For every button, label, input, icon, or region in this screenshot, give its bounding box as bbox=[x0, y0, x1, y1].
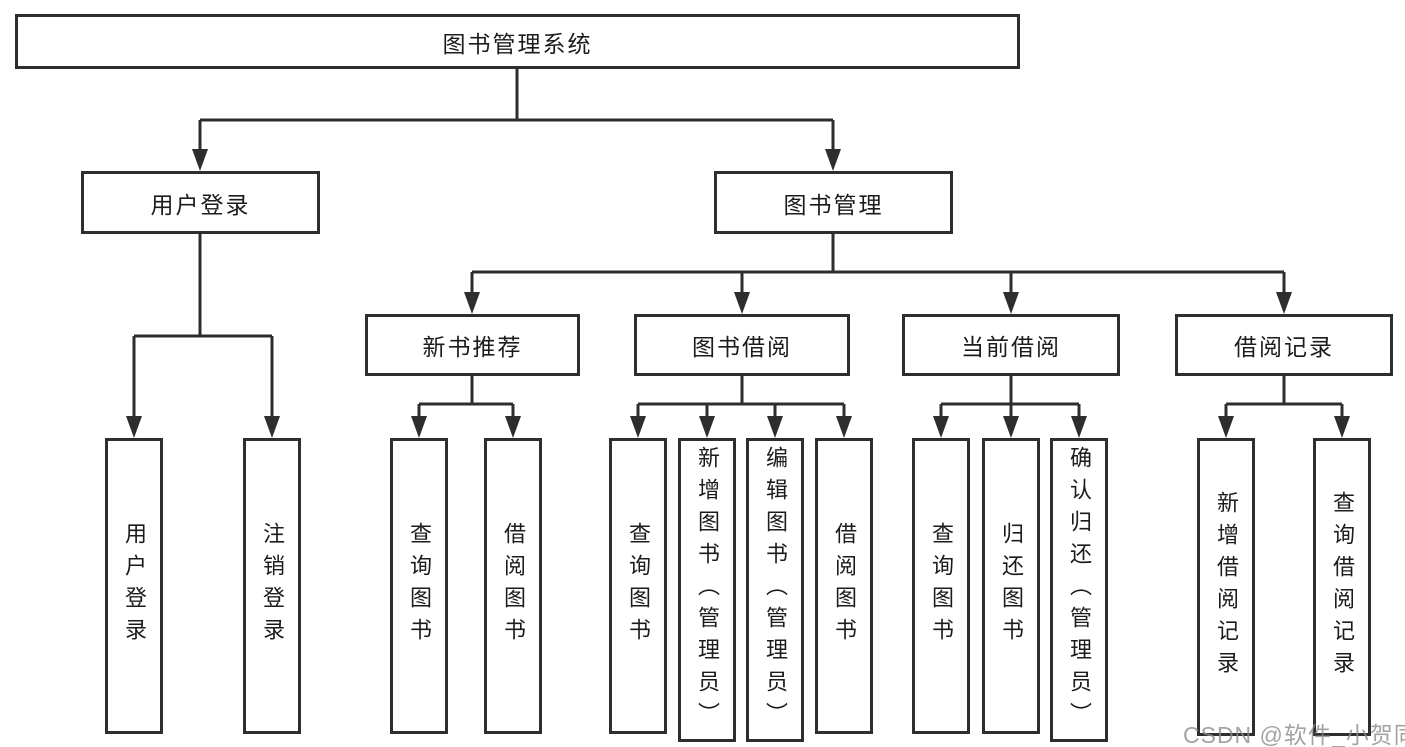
leaf-add-borrow-record: 新增借阅记录 bbox=[1197, 438, 1255, 736]
node-borrow-records: 借阅记录 bbox=[1175, 314, 1393, 376]
leaf-query-books-newbooks-label: 查询图书 bbox=[407, 522, 432, 650]
node-current-borrow: 当前借阅 bbox=[902, 314, 1120, 376]
leaf-borrow-books-borrow: 借阅图书 bbox=[815, 438, 873, 734]
leaf-edit-book-admin-label: 编辑图书（管理员） bbox=[763, 446, 788, 734]
arrowhead-icons bbox=[126, 149, 1350, 438]
leaf-query-books-borrow-label: 查询图书 bbox=[626, 522, 651, 650]
node-root: 图书管理系统 bbox=[15, 14, 1020, 69]
node-user-login-label: 用户登录 bbox=[150, 191, 251, 218]
node-user-login: 用户登录 bbox=[81, 171, 320, 234]
leaf-return-book: 归还图书 bbox=[982, 438, 1040, 734]
leaf-query-books-newbooks: 查询图书 bbox=[390, 438, 448, 734]
leaf-add-borrow-record-label: 新增借阅记录 bbox=[1214, 491, 1239, 683]
leaf-confirm-return-admin: 确认归还（管理员） bbox=[1050, 438, 1108, 742]
leaf-edit-book-admin: 编辑图书（管理员） bbox=[746, 438, 804, 742]
node-borrow-records-label: 借阅记录 bbox=[1234, 334, 1334, 360]
leaf-query-books-current: 查询图书 bbox=[912, 438, 970, 734]
leaf-logout-label: 注销登录 bbox=[260, 522, 285, 650]
leaf-query-borrow-record: 查询借阅记录 bbox=[1313, 438, 1371, 736]
leaf-add-book-admin-label: 新增图书（管理员） bbox=[695, 446, 720, 734]
node-new-books-label: 新书推荐 bbox=[422, 334, 523, 360]
node-book-mgmt-label: 图书管理 bbox=[783, 191, 884, 218]
leaf-query-books-borrow: 查询图书 bbox=[609, 438, 667, 734]
leaf-confirm-return-admin-label: 确认归还（管理员） bbox=[1067, 446, 1092, 734]
leaf-add-book-admin: 新增图书（管理员） bbox=[678, 438, 736, 742]
leaf-borrow-books-newbooks-label: 借阅图书 bbox=[501, 522, 526, 650]
connector-paths bbox=[132, 69, 1344, 420]
leaf-borrow-books-newbooks: 借阅图书 bbox=[484, 438, 542, 734]
node-current-borrow-label: 当前借阅 bbox=[961, 334, 1061, 360]
node-book-borrow: 图书借阅 bbox=[634, 314, 850, 376]
leaf-query-books-current-label: 查询图书 bbox=[929, 522, 954, 650]
leaf-query-borrow-record-label: 查询借阅记录 bbox=[1330, 491, 1355, 683]
leaf-return-book-label: 归还图书 bbox=[999, 522, 1024, 650]
csdn-watermark: CSDN @软件_小贺同学 bbox=[1183, 722, 1405, 747]
node-root-label: 图书管理系统 bbox=[442, 30, 593, 57]
node-new-books: 新书推荐 bbox=[365, 314, 580, 376]
node-book-mgmt: 图书管理 bbox=[714, 171, 953, 234]
leaf-user-login: 用户登录 bbox=[105, 438, 163, 734]
node-book-borrow-label: 图书借阅 bbox=[692, 334, 792, 360]
leaf-user-login-label: 用户登录 bbox=[122, 522, 147, 650]
leaf-logout: 注销登录 bbox=[243, 438, 301, 734]
leaf-borrow-books-borrow-label: 借阅图书 bbox=[832, 522, 857, 650]
